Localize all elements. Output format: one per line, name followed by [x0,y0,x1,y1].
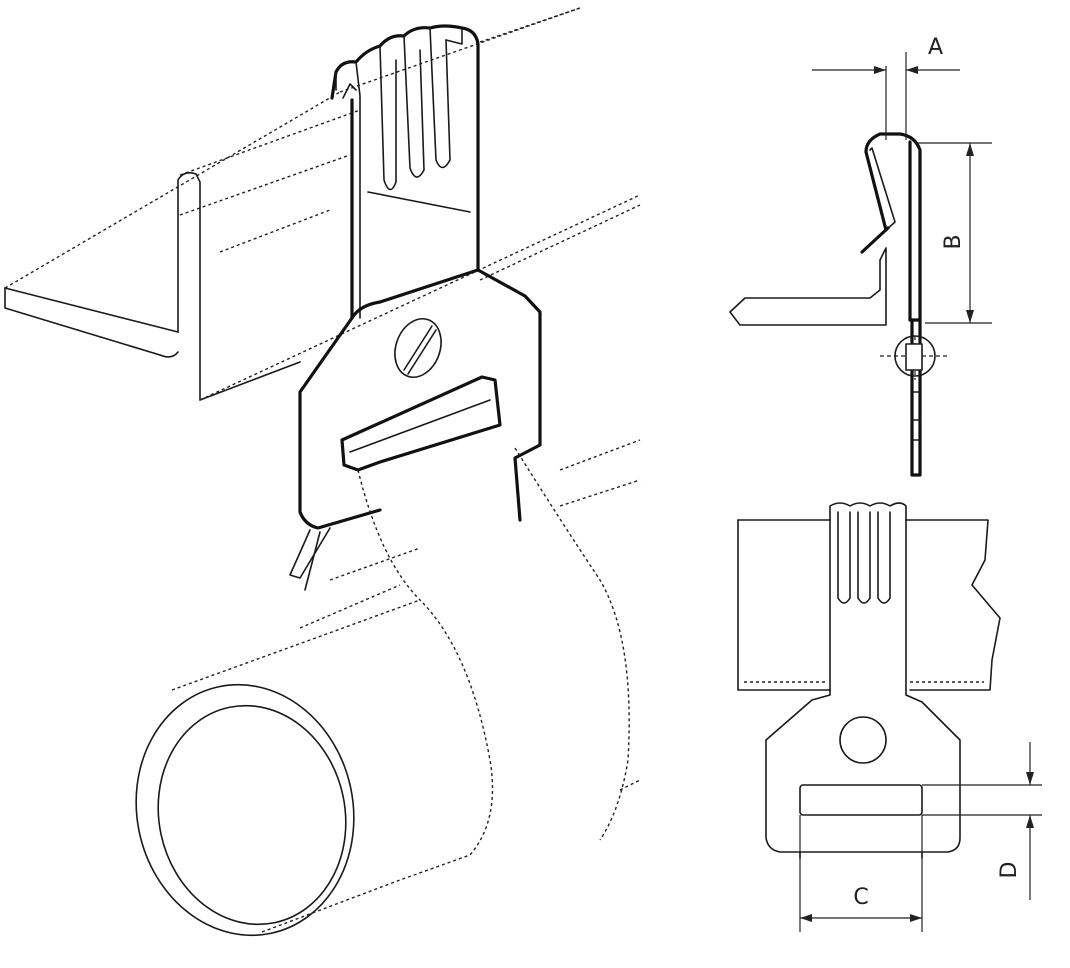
pipe [135,584,471,937]
spring-clip [330,24,480,320]
dimension-d: D [922,742,1042,900]
dimension-a: A [812,35,960,140]
bracket-plate [298,268,542,530]
isometric-view [4,7,641,937]
dimension-c: C [799,815,923,932]
screw-hole-icon [394,318,442,378]
side-view: A B [729,35,992,477]
background-pipe [329,439,641,791]
dimension-label-a: A [928,35,943,60]
dimension-label-b: B [941,234,966,249]
front-view: C D [737,502,1042,932]
strap [289,447,630,856]
dimension-label-d: D [997,862,1022,879]
mounting-hole-icon [839,716,887,764]
angle-beam [4,7,641,401]
strap-slot [799,784,923,816]
dimension-b: B [918,142,992,324]
dimension-label-c: C [853,885,868,910]
